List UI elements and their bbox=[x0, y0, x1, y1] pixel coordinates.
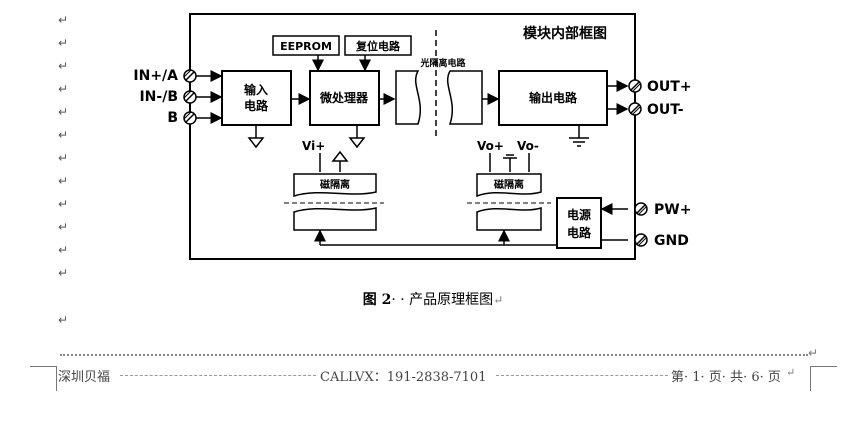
optical-isolation-left-half bbox=[395, 70, 421, 125]
mag-isolation-right-label: 磁隔离 bbox=[494, 178, 524, 191]
ground-triangle-icon bbox=[247, 137, 265, 149]
figure-title: · · 产品原理框图 bbox=[391, 292, 494, 308]
optical-isolation-right-half bbox=[447, 70, 483, 125]
power-circuit-label: 电源 bbox=[567, 207, 591, 222]
paragraph-mark: ↵ bbox=[58, 59, 69, 73]
input-terminal-label: B bbox=[167, 110, 178, 126]
vi-plus-label: Vi+ bbox=[302, 139, 325, 153]
input-circuit-label: 电路 bbox=[244, 98, 269, 113]
footer-leader-dots bbox=[496, 375, 668, 376]
paragraph-mark: ↵ bbox=[58, 243, 69, 257]
mag-isolation-right-bottom bbox=[476, 207, 542, 231]
terminal-screw-icon bbox=[183, 111, 197, 125]
paragraph-mark: ↵ bbox=[58, 197, 69, 211]
reset-circuit-block bbox=[344, 35, 412, 56]
paragraph-mark: ↵ bbox=[58, 13, 69, 27]
footer-separator bbox=[60, 354, 808, 356]
terminal-screw-icon bbox=[183, 90, 197, 104]
input-terminal-label: IN-/B bbox=[139, 89, 178, 105]
microprocessor-label: 微处理器 bbox=[319, 90, 369, 105]
footer-leader-dots bbox=[120, 375, 316, 376]
power-terminal-label: PW+ bbox=[654, 202, 691, 218]
terminal-screw-icon bbox=[628, 79, 642, 93]
output-circuit-block bbox=[498, 70, 608, 126]
paragraph-mark: ↵ bbox=[786, 366, 796, 379]
module-title: 模块内部框图 bbox=[523, 25, 607, 42]
footer-page-number: 第· 1· 页· 共· 6· 页 bbox=[671, 370, 781, 385]
footer-contact: CALLVX：191-2838-7101 bbox=[320, 370, 487, 385]
mag-isolation-right-top bbox=[476, 173, 542, 198]
mag-isolation-left-bottom bbox=[293, 207, 377, 231]
output-terminal-label: OUT+ bbox=[647, 79, 692, 95]
paragraph-mark: ↵ bbox=[58, 220, 69, 234]
paragraph-mark: ↵ bbox=[493, 293, 504, 307]
paragraph-mark: ↵ bbox=[58, 174, 69, 188]
page-footer: 深圳贝福 CALLVX：191-2838-7101 第· 1· 页· 共· 6·… bbox=[58, 366, 808, 385]
terminal-screw-icon bbox=[634, 233, 648, 247]
paragraph-mark: ↵ bbox=[58, 151, 69, 165]
microprocessor-block bbox=[309, 70, 380, 126]
mag-isolation-left-label: 磁隔离 bbox=[320, 178, 350, 191]
paragraph-mark: ↵ bbox=[58, 36, 69, 50]
output-terminal-label: OUT- bbox=[647, 102, 684, 118]
page-corner-mark bbox=[810, 366, 837, 391]
paragraph-mark: ↵ bbox=[58, 313, 69, 327]
terminal-screw-icon bbox=[183, 69, 197, 83]
block-diagram: 模块内部框图 IN+/A IN-/B B 输入 电路 EEPROM 复位电路 微… bbox=[133, 13, 692, 260]
paragraph-mark: ↵ bbox=[58, 266, 69, 280]
eeprom-label: EEPROM bbox=[280, 40, 332, 53]
input-circuit-label: 输入 bbox=[244, 82, 268, 97]
terminal-screw-icon bbox=[634, 202, 648, 216]
power-circuit-label: 电路 bbox=[567, 225, 592, 240]
eeprom-block bbox=[272, 35, 340, 56]
output-circuit-label: 输出电路 bbox=[529, 90, 578, 105]
paragraph-mark: ↵ bbox=[58, 128, 69, 142]
reset-circuit-label: 复位电路 bbox=[355, 39, 401, 53]
mag-isolation-left-top bbox=[293, 173, 377, 198]
vo-minus-label: Vo- bbox=[517, 139, 539, 153]
figure-caption: 图 2· · 产品原理框图↵ bbox=[0, 289, 866, 309]
ground-triangle-icon bbox=[348, 137, 366, 149]
terminal-screw-icon bbox=[628, 102, 642, 116]
input-circuit-block bbox=[221, 70, 292, 126]
footer-company: 深圳贝福 bbox=[58, 370, 111, 385]
input-terminal-label: IN+/A bbox=[133, 68, 178, 84]
vo-plus-label: Vo+ bbox=[477, 139, 504, 153]
paragraph-mark: ↵ bbox=[58, 82, 69, 96]
power-circuit-block bbox=[556, 197, 602, 249]
power-terminal-label: GND bbox=[654, 233, 689, 249]
optical-isolation-label: 光隔离电路 bbox=[419, 57, 466, 69]
figure-number: 图 2 bbox=[362, 292, 392, 308]
paragraph-mark: ↵ bbox=[808, 346, 819, 360]
page-corner-mark bbox=[30, 366, 57, 391]
paragraph-mark: ↵ bbox=[58, 105, 69, 119]
